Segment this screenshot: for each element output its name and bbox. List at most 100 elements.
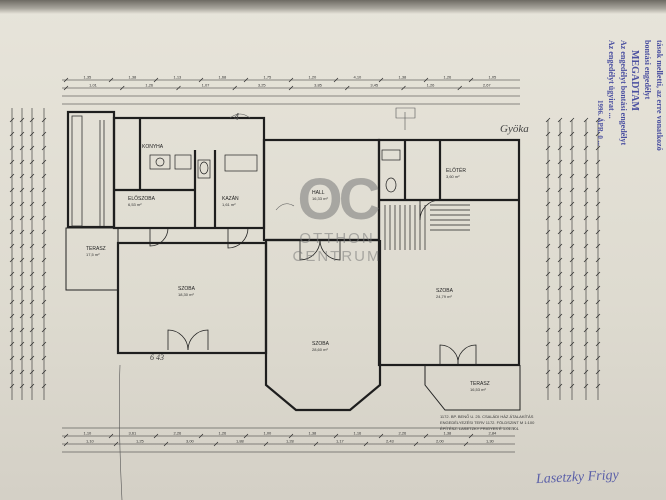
stamp-line-1: tások melletti, az erre vonatkozó <box>655 40 664 151</box>
side-dimension-tick <box>583 215 589 221</box>
side-dimension-tick <box>29 271 35 277</box>
side-dimension-tick <box>569 117 575 123</box>
side-dimension-tick <box>583 173 589 179</box>
top-dimension-label: 1,26 <box>444 75 453 80</box>
top-dimension-label: 1,13 <box>174 75 183 80</box>
room-area-szoba-left: 18,30 m² <box>178 292 194 297</box>
side-dimension-tick <box>41 257 47 263</box>
side-dimension-tick <box>583 299 589 305</box>
side-dimension-tick <box>545 201 551 207</box>
side-dimension-tick <box>595 201 601 207</box>
bottom-dimension-tick <box>243 433 249 439</box>
room-label-szoba-left: SZOBA <box>178 286 196 292</box>
side-dimension-tick <box>557 285 563 291</box>
room-area-hall: 16,33 m² <box>312 196 328 201</box>
room-label-hall: HALL <box>312 190 325 196</box>
side-dimension-tick <box>569 285 575 291</box>
top-dimension-tick <box>232 85 237 91</box>
side-dimension-tick <box>9 201 15 207</box>
side-dimension-tick <box>583 117 589 123</box>
side-dimension-tick <box>41 327 47 333</box>
bottom-dimension-label: 1,30 <box>486 439 495 444</box>
side-dimension-tick <box>9 341 15 347</box>
side-dimension-tick <box>557 145 563 151</box>
bottom-dimension-tick <box>108 433 114 439</box>
side-dimension-tick <box>9 243 15 249</box>
side-dimension-tick <box>557 341 563 347</box>
side-dimension-tick <box>41 159 47 165</box>
side-dimension-tick <box>41 271 47 277</box>
room-area-terasz-left: 17,5 m² <box>86 252 100 257</box>
bottom-dimension-label: 1,38 <box>309 431 318 436</box>
side-dimension-tick <box>583 341 589 347</box>
side-dimension-tick <box>9 271 15 277</box>
bottom-dimension-tick <box>113 441 119 447</box>
side-dimension-tick <box>595 313 601 319</box>
bottom-dimension-tick <box>333 433 339 439</box>
side-dimension-tick <box>557 257 563 263</box>
bottom-dimension-label: 2,00 <box>436 439 445 444</box>
bottom-dimension-tick <box>153 433 159 439</box>
room-area-kazan: 1,61 m² <box>222 202 236 207</box>
side-dimension-tick <box>557 271 563 277</box>
side-dimension-tick <box>583 383 589 389</box>
top-dimension-label: 1,26 <box>427 83 436 88</box>
side-dimension-tick <box>569 215 575 221</box>
side-dimension-tick <box>29 369 35 375</box>
side-dimension-tick <box>583 229 589 235</box>
side-dimension-tick <box>19 159 25 165</box>
fixtures <box>149 149 401 193</box>
top-dimension-label: 2,67 <box>483 83 492 88</box>
side-dimension-tick <box>9 327 15 333</box>
side-dimension-tick <box>41 201 47 207</box>
bottom-dimension-label: 3,00 <box>186 439 195 444</box>
side-dimension-tick <box>557 117 563 123</box>
side-dimension-tick <box>29 355 35 361</box>
watermark-line-1: OTTHON <box>299 230 375 247</box>
side-dimension-tick <box>595 187 601 193</box>
side-dimension-tick <box>9 159 15 165</box>
top-dimension-label: 3,85 <box>314 83 323 88</box>
side-dimension-tick <box>545 215 551 221</box>
side-dimension-tick <box>595 383 601 389</box>
side-dimension-tick <box>557 327 563 333</box>
wall-hatching <box>71 115 105 227</box>
side-dimension-tick <box>29 257 35 263</box>
bottom-dimension-label: 2,84 <box>489 431 498 436</box>
side-dimension-tick <box>19 383 25 389</box>
top-dimension-tick <box>108 77 114 83</box>
side-dimension-tick <box>19 173 25 179</box>
side-dimension-tick <box>9 131 15 137</box>
handwritten-note-gyoka: Gyöka <box>500 123 529 135</box>
bottom-dimension-tick <box>463 441 469 447</box>
side-dimension-tick <box>595 117 601 123</box>
side-dimension-tick <box>595 173 601 179</box>
side-dimension-tick <box>545 229 551 235</box>
side-dimension-tick <box>595 215 601 221</box>
bottom-dimension-tick <box>63 441 69 447</box>
side-dimension-tick <box>29 215 35 221</box>
room-area-eloter: 3,60 m² <box>446 174 460 179</box>
walls <box>66 110 521 412</box>
stamp-line-5: Az engedélyt ügyirat ... <box>607 40 616 119</box>
top-dimension-label: 1,38 <box>129 75 138 80</box>
bottom-dimension-label: 1,16 <box>354 431 363 436</box>
room-label-szoba-right: SZOBA <box>436 288 454 294</box>
side-dimension-tick <box>9 187 15 193</box>
side-dimension-tick <box>19 131 25 137</box>
bottom-dimension-label: 1,00 <box>264 431 273 436</box>
top-dimension-tick <box>198 77 204 83</box>
side-dimension-tick <box>545 145 551 151</box>
side-dimension-tick <box>557 299 563 305</box>
side-dimension-tick <box>19 187 25 193</box>
side-dimension-tick <box>545 187 551 193</box>
bottom-dimension-tick <box>423 433 429 439</box>
top-dimension-tick <box>243 77 249 83</box>
side-dimension-tick <box>41 355 47 361</box>
bottom-dimension-label: 2,26 <box>399 431 408 436</box>
bottom-dimension-tick <box>63 433 69 439</box>
side-dimension-tick <box>29 145 35 151</box>
side-dimension-tick <box>583 201 589 207</box>
side-dimension-tick <box>583 369 589 375</box>
side-dimension-tick <box>545 327 551 333</box>
